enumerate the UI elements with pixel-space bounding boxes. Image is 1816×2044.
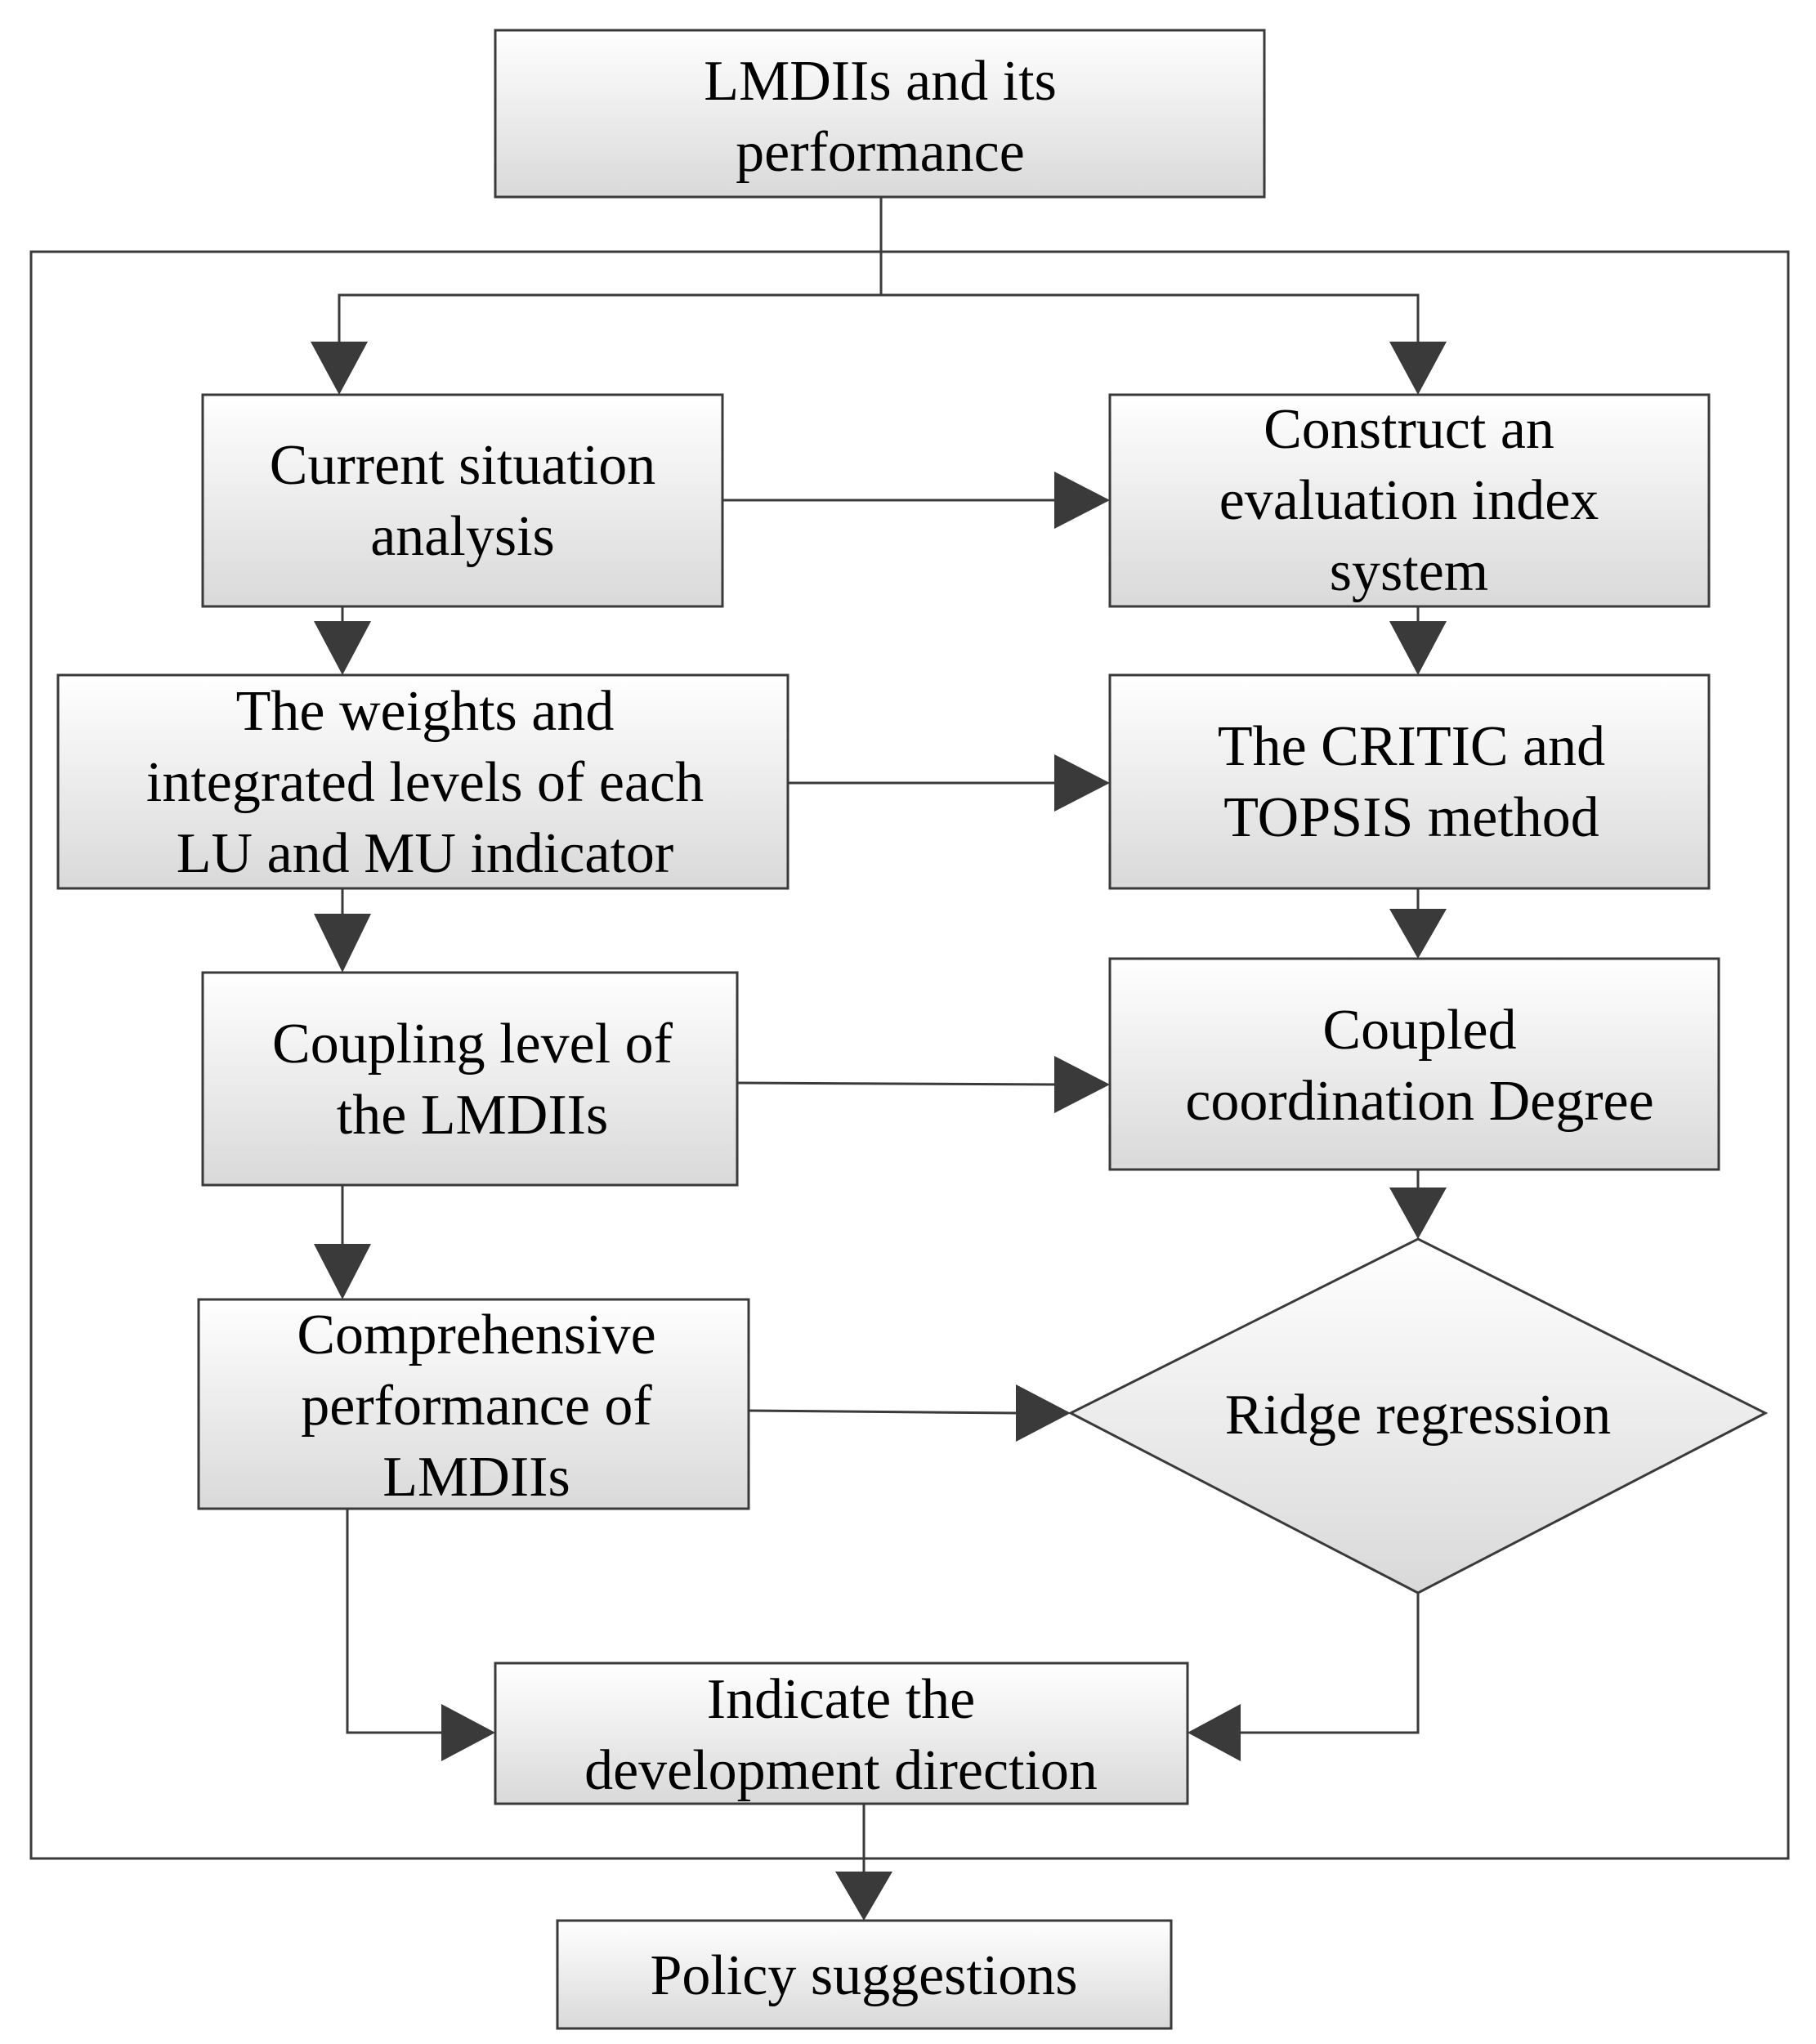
arrowhead-to-comprehensive <box>314 1244 371 1299</box>
node-critic-topsis-line-1: The CRITIC and <box>1218 715 1605 778</box>
arrowhead-to-critic-side <box>1054 754 1110 812</box>
arrowhead-to-critic <box>1389 621 1447 675</box>
node-construct-index: Construct an evaluation index system <box>1108 393 1711 608</box>
node-comprehensive-performance-line-3: LMDIIs <box>382 1446 570 1509</box>
arrowhead-to-ridge <box>1389 1187 1447 1239</box>
node-lmdiis-performance: LMDIIs and its performance <box>494 29 1266 199</box>
node-policy-suggestions: Policy suggestions <box>556 1919 1173 2030</box>
arrowhead-to-construct-side <box>1054 472 1110 529</box>
node-ridge-regression: Ridge regression <box>1067 1237 1769 1594</box>
node-policy-suggestions-line-1: Policy suggestions <box>650 1944 1077 2007</box>
node-indicate-direction-line-1: Indicate the <box>707 1668 975 1731</box>
arrowheads <box>311 342 1447 1921</box>
node-construct-index-line-1: Construct an <box>1264 398 1554 461</box>
node-comprehensive-performance: Comprehensive performance of LMDIIs <box>197 1298 750 1510</box>
arrowhead-to-indicate-left <box>441 1704 495 1761</box>
arrowhead-to-coupled <box>1389 909 1447 959</box>
node-weights-levels: The weights and integrated levels of eac… <box>56 673 789 890</box>
node-comprehensive-performance-line-1: Comprehensive <box>297 1304 655 1366</box>
arrowhead-to-construct <box>1389 342 1447 395</box>
arrowhead-to-indicate-right <box>1188 1704 1241 1761</box>
connector-split-right <box>881 293 1420 360</box>
connectors <box>338 197 1420 1875</box>
connector-comprehensive-to-indicate <box>346 1509 443 1734</box>
node-comprehensive-performance-line-2: performance of <box>301 1375 652 1438</box>
node-current-situation-line-2: analysis <box>370 505 555 568</box>
node-lmdiis-performance-line-1: LMDIIs and its <box>704 50 1057 113</box>
node-ridge-regression-line-1: Ridge regression <box>1225 1384 1611 1447</box>
arrowhead-to-weights <box>314 621 371 675</box>
process-frame <box>29 250 1790 1860</box>
arrowhead-to-current <box>311 342 368 395</box>
node-critic-topsis-line-2: TOPSIS method <box>1223 786 1599 849</box>
node-coupled-coordination-line-2: coordination Degree <box>1185 1070 1653 1133</box>
node-weights-levels-line-3: LU and MU indicator <box>177 822 673 885</box>
node-lmdiis-performance-line-2: performance <box>736 121 1025 184</box>
node-coupling-level-line-1: Coupling level of <box>272 1013 673 1076</box>
connector-split-left <box>338 293 881 360</box>
node-construct-index-line-3: system <box>1330 540 1488 603</box>
node-construct-index-line-2: evaluation index <box>1219 469 1599 532</box>
node-current-situation: Current situation analysis <box>201 393 724 608</box>
node-current-situation-line-1: Current situation <box>270 434 655 497</box>
node-indicate-direction: Indicate the development direction <box>494 1662 1189 1805</box>
connector-coupling-to-coupled <box>736 1081 1063 1086</box>
node-weights-levels-line-1: The weights and <box>236 680 615 743</box>
node-coupled-coordination-line-1: Coupled <box>1322 999 1516 1062</box>
node-coupling-level: Coupling level of the LMDIIs <box>201 971 739 1187</box>
node-weights-levels-line-2: integrated levels of each <box>146 751 704 814</box>
node-indicate-direction-line-2: development direction <box>584 1739 1098 1802</box>
node-critic-topsis: The CRITIC and TOPSIS method <box>1108 673 1711 890</box>
node-coupling-level-line-2: the LMDIIs <box>337 1084 608 1147</box>
arrowhead-to-ridge-side <box>1016 1384 1071 1442</box>
connector-comprehensive-to-ridge <box>748 1409 1018 1415</box>
arrowhead-to-coupling <box>314 914 371 973</box>
arrowhead-to-coupled-side <box>1054 1056 1110 1113</box>
arrowhead-to-policy <box>835 1872 892 1921</box>
node-coupled-coordination: Coupled coordination Degree <box>1108 957 1720 1171</box>
connector-ridge-to-indicate <box>1238 1593 1420 1734</box>
